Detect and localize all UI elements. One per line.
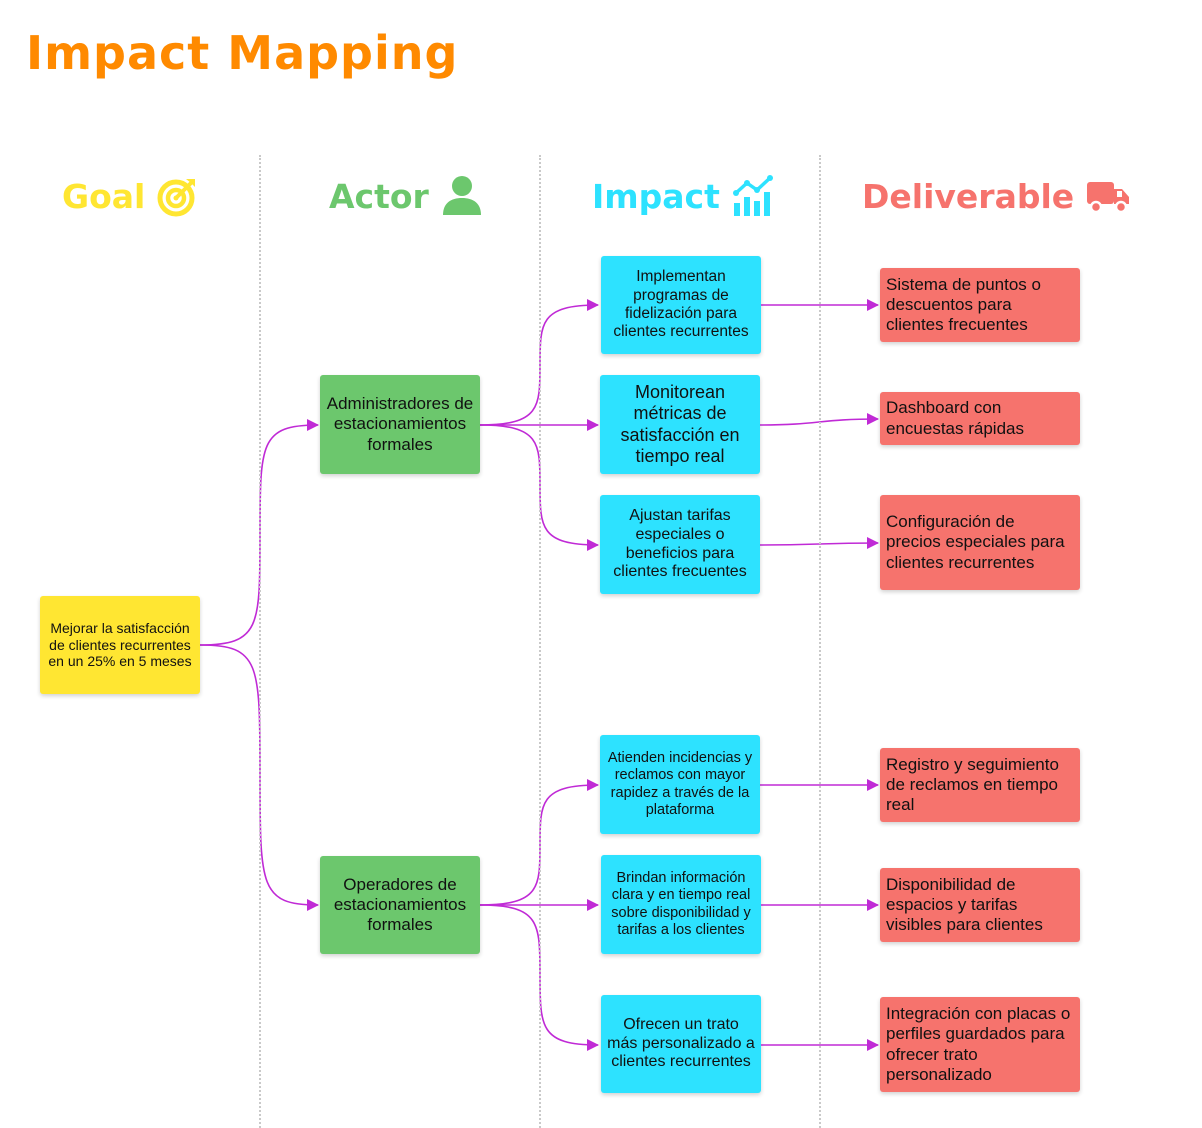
impact-node[interactable]: Implementan programas de fidelización pa…	[601, 256, 761, 354]
deliverable-node[interactable]: Registro y seguimiento de reclamos en ti…	[880, 748, 1080, 822]
column-divider	[259, 155, 261, 1128]
deliverable-text: Sistema de puntos o descuentos para clie…	[886, 274, 1041, 335]
impact-text: Monitorean métricas de satisfacción en t…	[620, 382, 740, 466]
impact-node[interactable]: Atienden incidencias y reclamos con mayo…	[600, 735, 760, 834]
impact-text: Ofrecen un trato más personalizado a cli…	[607, 1015, 755, 1071]
actor-node[interactable]: Administradores de estacionamientos form…	[320, 375, 480, 474]
deliverable-text: Configuración de precios especiales para…	[886, 512, 1065, 572]
impact-text: Ajustan tarifas especiales o beneficios …	[613, 506, 747, 581]
impact-text: Brindan información clara y en tiempo re…	[611, 870, 751, 938]
column-header-impact: Impact	[592, 172, 776, 220]
column-header-label: Goal	[62, 176, 146, 216]
deliverable-node[interactable]: Sistema de puntos o descuentos para clie…	[880, 268, 1080, 342]
actor-text: Administradores de estacionamientos form…	[326, 394, 474, 454]
column-header-deliverable: Deliverable	[862, 172, 1130, 220]
page-title: Impact Mapping	[26, 26, 459, 80]
deliverable-node[interactable]: Dashboard con encuestas rápidas	[880, 392, 1080, 445]
truck-icon	[1087, 182, 1130, 214]
actor-text: Operadores de estacionamientos formales	[333, 874, 467, 935]
column-header-goal: Goal	[62, 172, 199, 220]
impact-text: Implementan programas de fidelización pa…	[613, 268, 749, 341]
target-icon	[157, 179, 196, 217]
column-divider	[539, 155, 541, 1128]
deliverable-node[interactable]: Disponibilidad de espacios y tarifas vis…	[880, 868, 1080, 942]
impact-text: Atienden incidencias y reclamos con mayo…	[607, 750, 753, 818]
impact-node[interactable]: Monitorean métricas de satisfacción en t…	[600, 375, 760, 474]
impact-node[interactable]: Ajustan tarifas especiales o beneficios …	[600, 495, 760, 594]
column-header-actor: Actor	[329, 172, 483, 220]
column-divider	[819, 155, 821, 1128]
deliverable-node[interactable]: Integración con placas o perfiles guarda…	[880, 997, 1080, 1092]
goal-node[interactable]: Mejorar la satisfacción de clientes recu…	[40, 596, 200, 694]
column-header-label: Deliverable	[862, 176, 1075, 216]
chart-icon	[732, 175, 773, 216]
deliverable-text: Registro y seguimiento de reclamos en ti…	[886, 754, 1059, 815]
deliverable-text: Disponibilidad de espacios y tarifas vis…	[886, 874, 1043, 935]
actor-node[interactable]: Operadores de estacionamientos formales	[320, 856, 480, 954]
goal-text: Mejorar la satisfacción de clientes recu…	[48, 620, 192, 670]
column-header-label: Actor	[329, 176, 429, 216]
deliverable-node[interactable]: Configuración de precios especiales para…	[880, 495, 1080, 590]
column-header-label: Impact	[592, 176, 720, 216]
person-icon	[442, 176, 481, 215]
deliverable-text: Dashboard con encuestas rápidas	[886, 398, 1024, 438]
impact-node[interactable]: Brindan información clara y en tiempo re…	[601, 855, 761, 954]
deliverable-text: Integración con placas o perfiles guarda…	[886, 1004, 1071, 1084]
impact-node[interactable]: Ofrecen un trato más personalizado a cli…	[601, 995, 761, 1093]
